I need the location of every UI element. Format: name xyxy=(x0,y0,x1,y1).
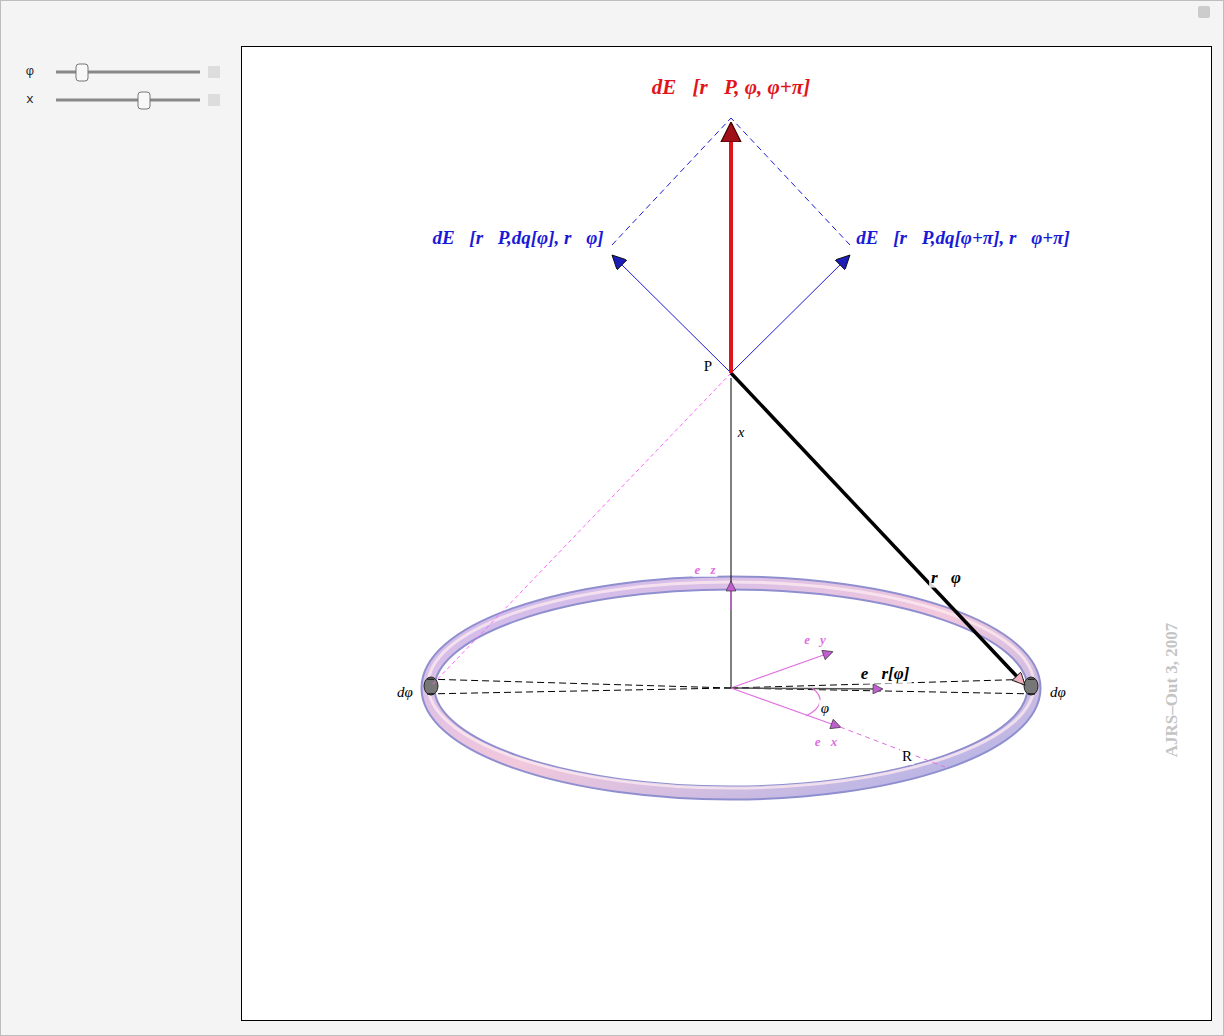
point-label: P xyxy=(702,358,714,375)
element-label: dφ xyxy=(395,684,415,701)
watermark: AJRS–Out 3, 2007 xyxy=(1163,621,1182,760)
corner-button xyxy=(1198,6,1210,18)
unit-vectors xyxy=(731,378,945,767)
element-label: dφ xyxy=(1048,684,1068,701)
unit-vector-label: e⃗r[φ] xyxy=(859,665,912,684)
field-label: dE⃗[r⃗P,dq[φ], r⃗φ] xyxy=(430,228,605,249)
position-vector xyxy=(731,373,1024,684)
vector-label: r⃗φ xyxy=(929,569,963,588)
field-vectors xyxy=(612,118,850,373)
opposite-line xyxy=(431,373,731,686)
unit-vector-label: e⃗z xyxy=(693,563,718,577)
slider-label: φ xyxy=(24,65,36,79)
sliders xyxy=(56,64,220,109)
unit-vector-label: e⃗y xyxy=(802,633,828,647)
angle-label: φ xyxy=(819,700,831,717)
field-label: dE⃗[r⃗P,dq[φ+π], r⃗φ+π] xyxy=(854,228,1072,249)
radius-label: R xyxy=(900,748,914,765)
resultant-label: dE⃗[r⃗P, φ, φ+π] xyxy=(650,76,812,99)
slider-label: x xyxy=(24,93,36,107)
axis-label: x xyxy=(736,424,747,441)
unit-vector-label: e⃗x xyxy=(813,735,839,749)
plot-frame xyxy=(242,47,1212,1021)
